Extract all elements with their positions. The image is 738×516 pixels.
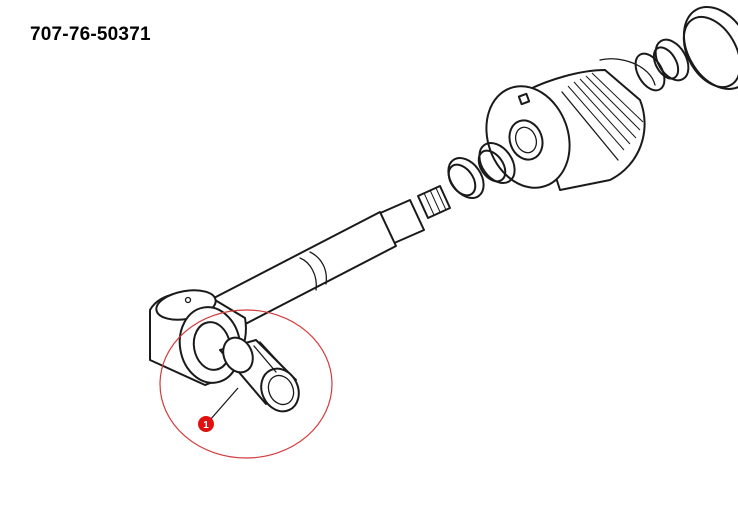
part-number-title: 707-76-50371 — [30, 24, 151, 45]
bushing-part-1 — [219, 336, 300, 413]
rod-eye-clevis — [149, 289, 247, 386]
piston-body — [485, 58, 656, 191]
piston-seal-rings — [447, 142, 516, 199]
callout-leader-line — [209, 387, 239, 421]
piston-rod — [209, 199, 425, 335]
callout-marker — [198, 416, 214, 432]
callout-label: 1 — [203, 420, 209, 431]
seal-ring-stack — [634, 6, 738, 92]
callout-1[interactable]: 1 — [198, 387, 239, 432]
highlight-ellipse — [159, 309, 333, 459]
rod-thread-end — [417, 185, 451, 219]
